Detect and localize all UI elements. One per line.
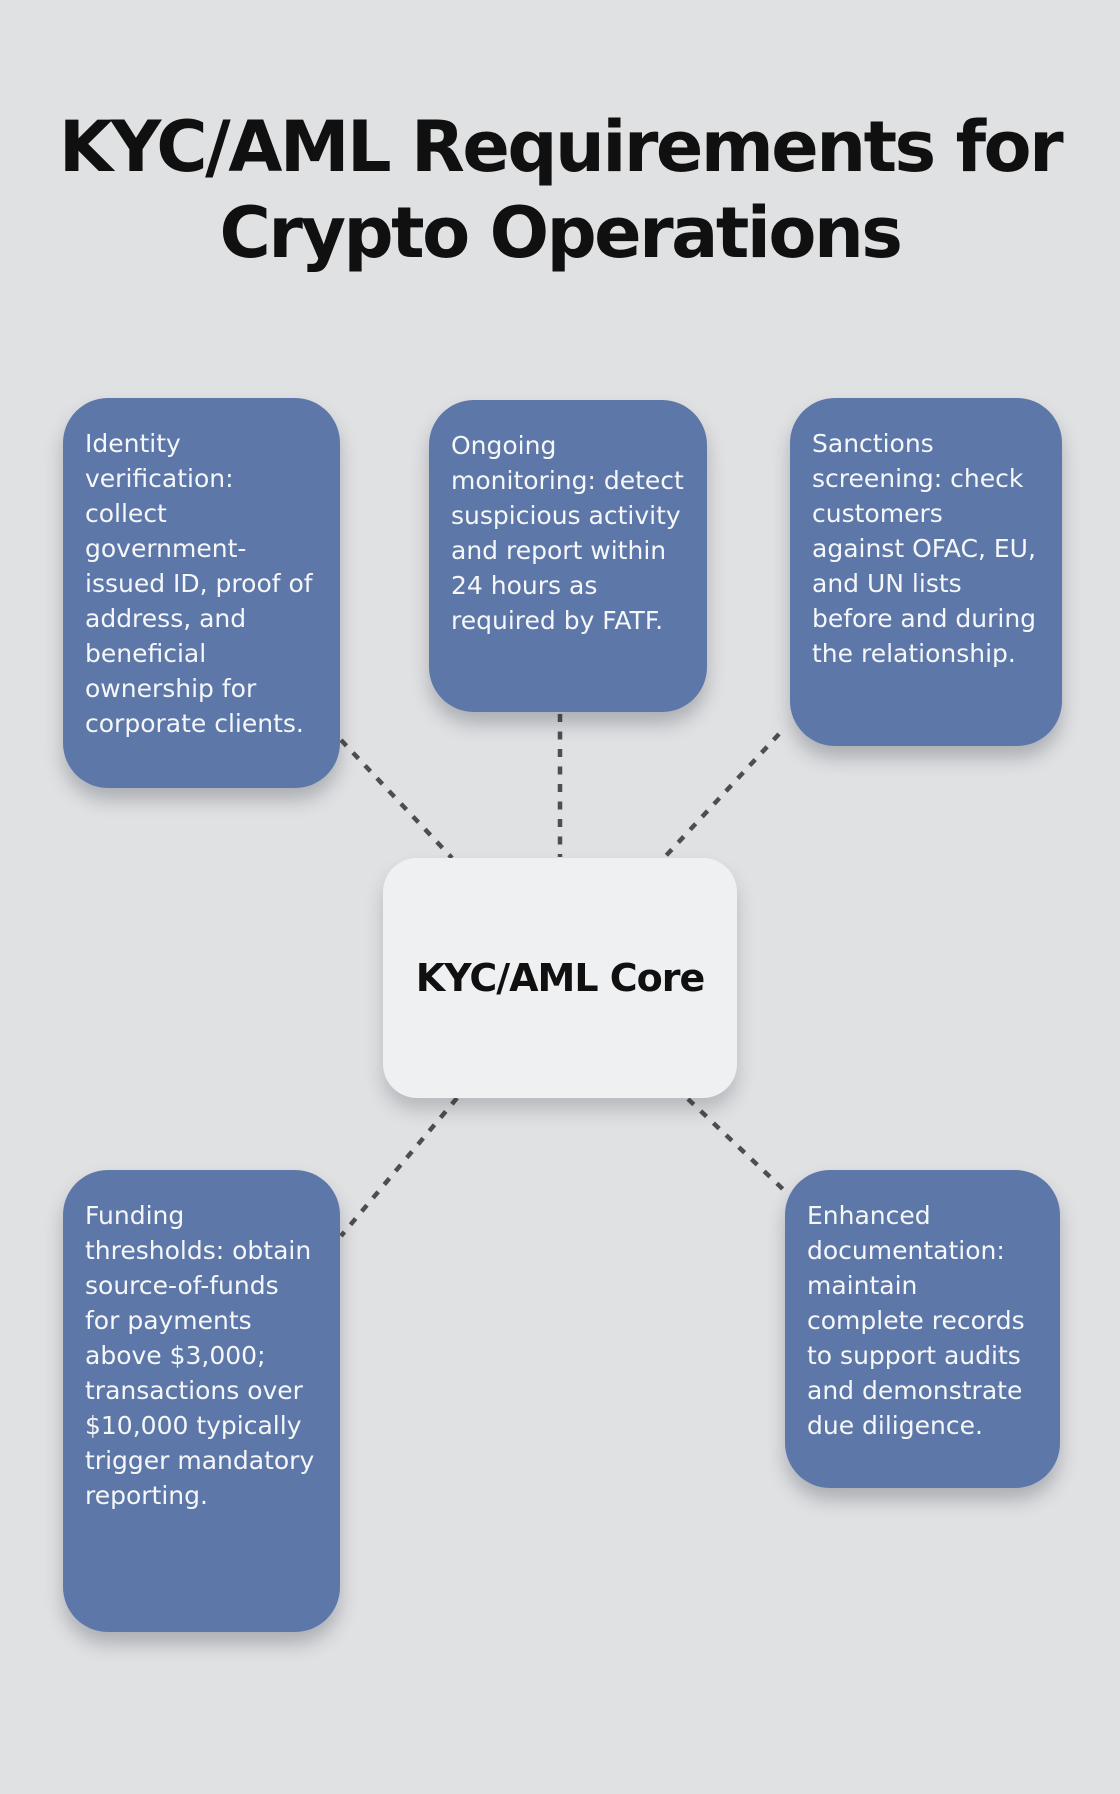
page-title-line-2: Crypto Operations <box>219 192 903 274</box>
connector-core-to-documentation <box>686 1097 788 1194</box>
node-funding-thresholds-text: Funding thresholds: obtain source-of-fun… <box>85 1201 315 1510</box>
connector-identity-to-core <box>339 738 454 860</box>
center-node-label: KYC/AML Core <box>415 956 706 1000</box>
node-identity-verification: Identity verification: collect governmen… <box>63 398 340 788</box>
node-identity-verification-text: Identity verification: collect governmen… <box>85 429 313 738</box>
node-ongoing-monitoring: Ongoing monitoring: detect suspicious ac… <box>429 400 707 712</box>
node-ongoing-monitoring-text: Ongoing monitoring: detect suspicious ac… <box>451 431 684 635</box>
connector-core-to-funding <box>339 1096 459 1238</box>
node-funding-thresholds: Funding thresholds: obtain source-of-fun… <box>63 1170 340 1632</box>
page-title-line-1: KYC/AML Requirements for <box>58 106 1064 188</box>
node-enhanced-documentation: Enhanced documentation: maintain complet… <box>785 1170 1060 1488</box>
node-enhanced-documentation-text: Enhanced documentation: maintain complet… <box>807 1201 1025 1440</box>
connector-sanctions-to-core <box>660 732 781 862</box>
center-node-kyc-aml-core: KYC/AML Core <box>383 858 737 1098</box>
node-sanctions-screening-text: Sanctions screening: check customers aga… <box>812 429 1037 668</box>
page-title: KYC/AML Requirements for Crypto Operatio… <box>0 104 1120 276</box>
node-sanctions-screening: Sanctions screening: check customers aga… <box>790 398 1062 746</box>
